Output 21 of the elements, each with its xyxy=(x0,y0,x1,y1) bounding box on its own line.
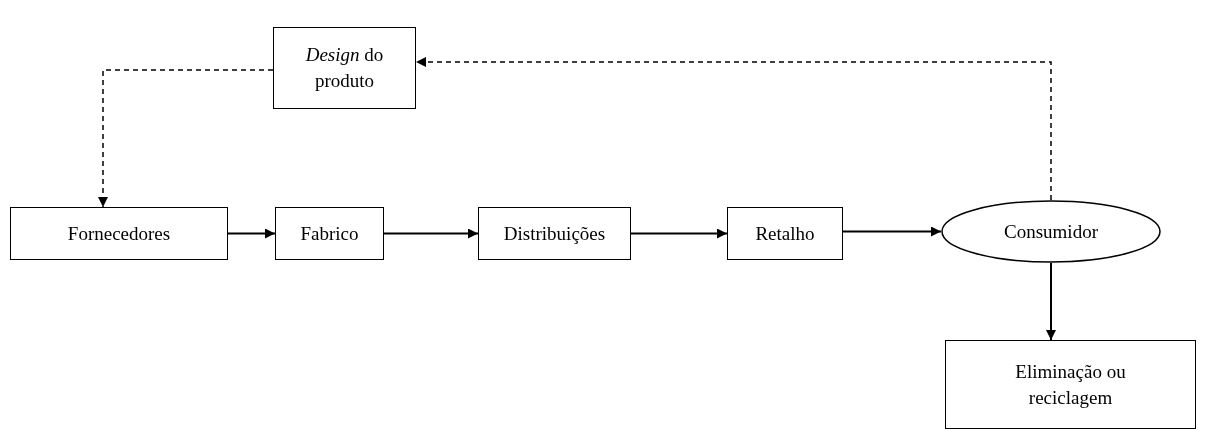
process-box xyxy=(478,207,631,260)
ellipse-node xyxy=(941,200,1161,263)
process-box xyxy=(727,207,843,260)
arrow xyxy=(227,228,276,239)
dashed-arrow xyxy=(98,69,274,208)
node-label: Fabrico xyxy=(300,221,359,246)
node-label: Distribuições xyxy=(503,221,606,246)
process-box xyxy=(275,207,384,260)
arrow xyxy=(630,228,728,239)
arrow xyxy=(383,228,479,239)
node-label: Fornecedores xyxy=(67,221,171,246)
arrow xyxy=(842,226,942,237)
node-label: Consumidor xyxy=(1004,219,1098,244)
process-box xyxy=(10,207,228,260)
process-box xyxy=(273,27,416,109)
node-label: Design do produto xyxy=(304,43,385,93)
process-box xyxy=(945,340,1196,429)
dashed-arrow xyxy=(415,57,1052,201)
node-label: Retalho xyxy=(755,221,815,246)
node-label: Eliminação ou reciclagem xyxy=(1014,359,1127,410)
arrow xyxy=(1046,262,1056,341)
